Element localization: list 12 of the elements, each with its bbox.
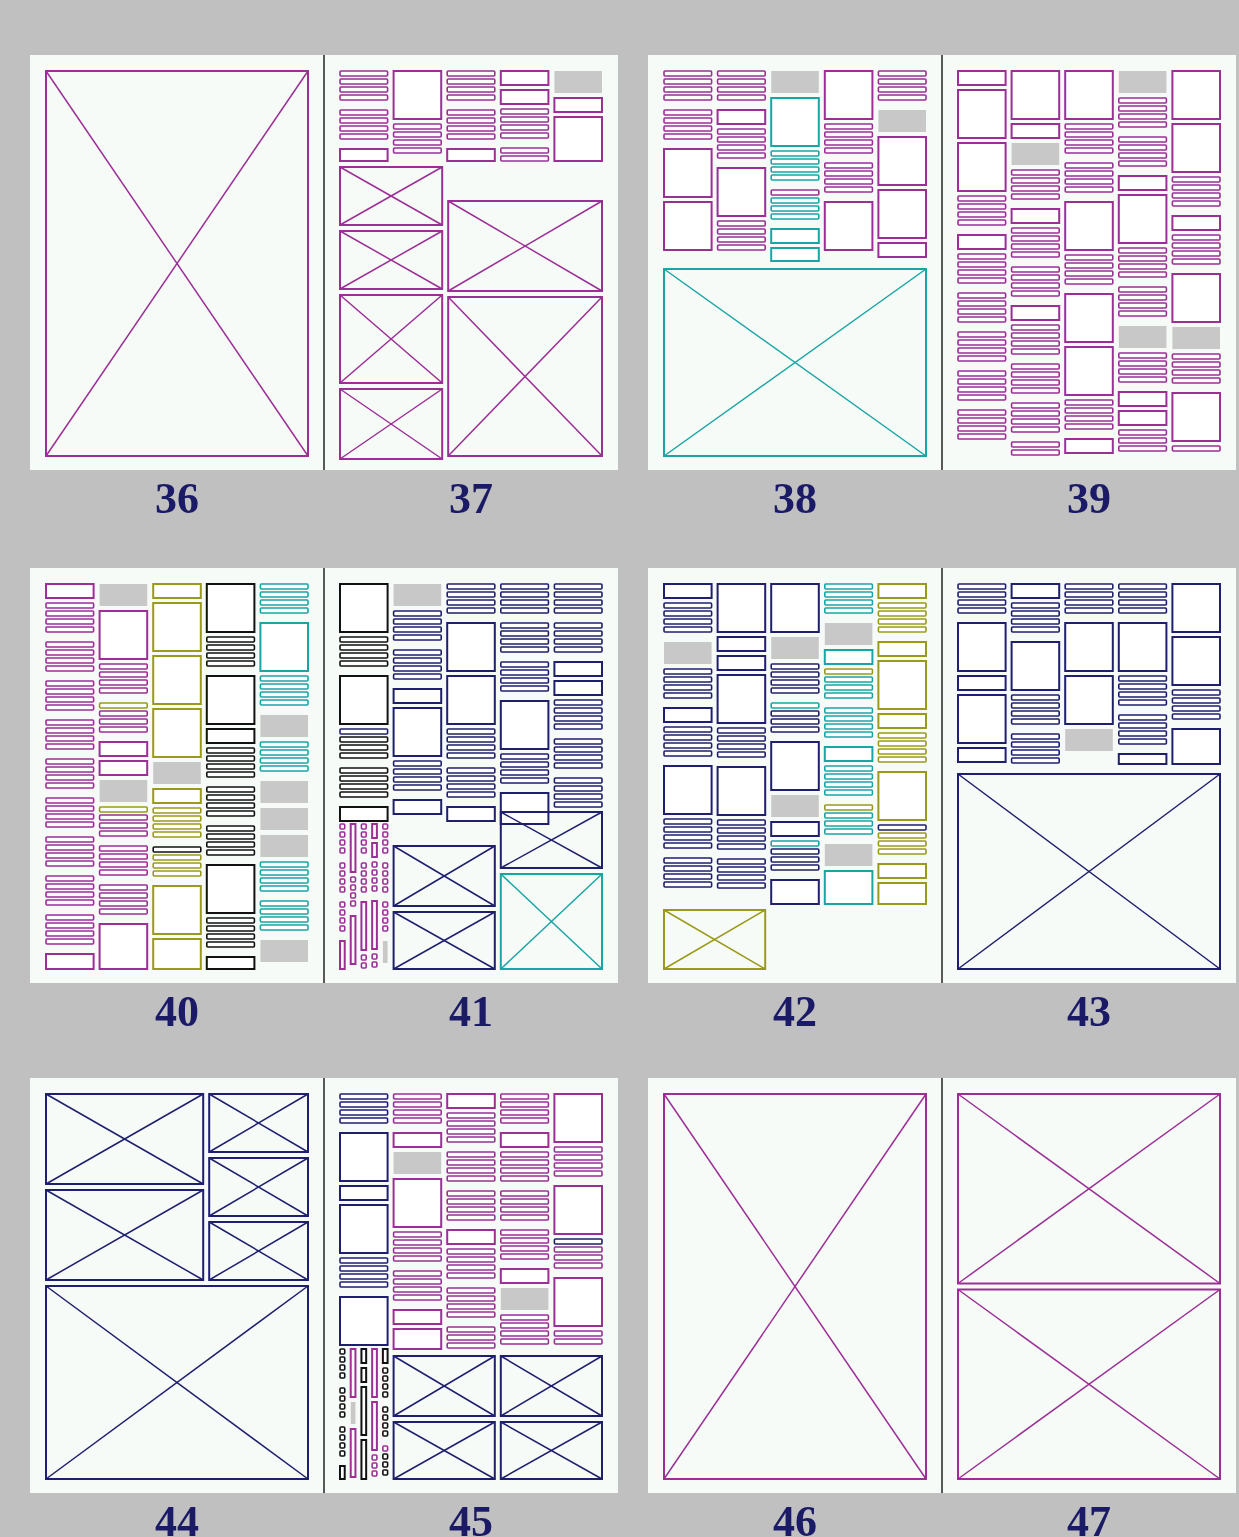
page-number: 43 [1067,990,1111,1034]
page-number: 42 [773,990,817,1034]
page-number: 40 [155,990,199,1034]
page-number: 36 [155,477,199,521]
page-number: 38 [773,477,817,521]
page-number: 45 [449,1500,493,1537]
page-number: 46 [773,1500,817,1537]
page-number: 37 [449,477,493,521]
page-number: 47 [1067,1500,1111,1537]
page-number: 39 [1067,477,1111,521]
page-number: 41 [449,990,493,1034]
page-number: 44 [155,1500,199,1537]
